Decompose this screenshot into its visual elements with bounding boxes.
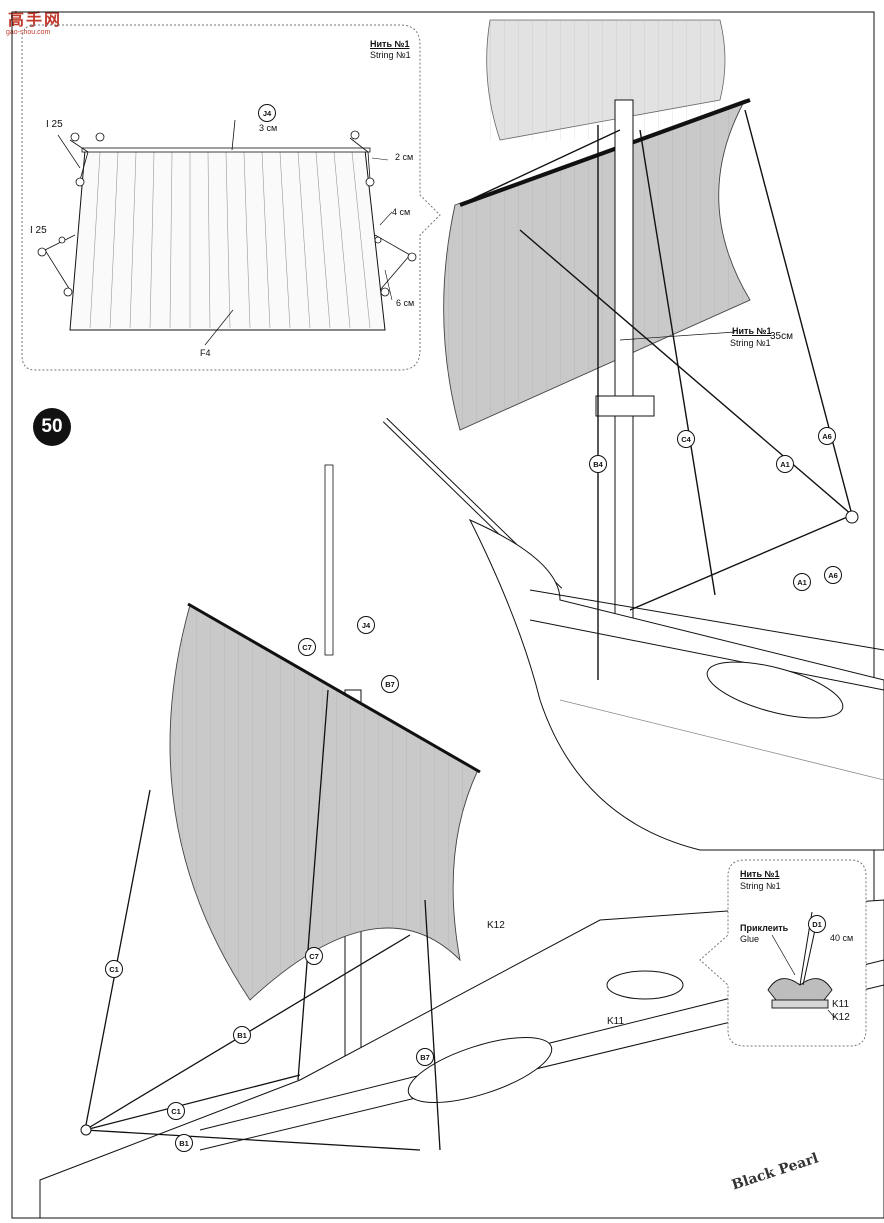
right-string-en: String №1 bbox=[730, 338, 771, 348]
right-length: 35см bbox=[770, 331, 793, 342]
badge-c1-lower: C1 bbox=[167, 1102, 185, 1120]
site-logo: 高手网 gao-shou.com bbox=[4, 6, 70, 40]
label-l25-lower: I 25 bbox=[30, 225, 47, 236]
label-l25-upper: I 25 bbox=[46, 119, 63, 130]
badge-b7-lower: B7 bbox=[416, 1048, 434, 1066]
label-2cm: 2 см bbox=[395, 152, 414, 162]
label-k11: K11 bbox=[607, 1016, 625, 1027]
badge-c4: C4 bbox=[677, 430, 695, 448]
inset-top-string-en: String №1 bbox=[370, 50, 411, 60]
inset-label-k12: K12 bbox=[832, 1012, 850, 1023]
inset-top-string-ru: Нить №1 bbox=[370, 39, 410, 49]
badge-c7-upper: C7 bbox=[298, 638, 316, 656]
badge-d1: D1 bbox=[808, 915, 826, 933]
badge-b1-upper: B1 bbox=[233, 1026, 251, 1044]
badge-a6-upper: A6 bbox=[818, 427, 836, 445]
inset-label-k11: K11 bbox=[832, 999, 850, 1010]
label-glue-ru: Приклеить bbox=[740, 923, 789, 933]
label-3cm: 3 см bbox=[259, 123, 278, 133]
label-k12: K12 bbox=[487, 920, 505, 931]
badge-a1-lower: A1 bbox=[793, 573, 811, 591]
label-6cm: 6 см bbox=[396, 298, 415, 308]
inset-bottom-string-ru: Нить №1 bbox=[740, 869, 780, 879]
badge-c1-upper: C1 bbox=[105, 960, 123, 978]
logo-url: gao-shou.com bbox=[6, 29, 51, 36]
label-4cm: 4 см bbox=[392, 207, 411, 217]
right-ship-diagram bbox=[382, 19, 884, 851]
step-number: 50 bbox=[33, 408, 71, 446]
inset-frame-top bbox=[21, 24, 441, 371]
label-glue-en: Glue bbox=[740, 934, 760, 944]
badge-b4: B4 bbox=[589, 455, 607, 473]
badge-c7-lower: C7 bbox=[305, 947, 323, 965]
badge-b7-upper: B7 bbox=[381, 675, 399, 693]
badge-b1-lower: B1 bbox=[175, 1134, 193, 1152]
badge-a6-lower: A6 bbox=[824, 566, 842, 584]
badge-a1-upper: A1 bbox=[776, 455, 794, 473]
logo-chars: 高手网 bbox=[8, 10, 63, 29]
label-40cm: 40 см bbox=[830, 933, 854, 943]
badge-j4: J4 bbox=[357, 616, 375, 634]
sail-f4-detail bbox=[37, 119, 417, 346]
left-ship-diagram bbox=[39, 464, 884, 1219]
badge-j4-inset: J4 bbox=[258, 104, 276, 122]
right-string-ru: Нить №1 bbox=[732, 326, 772, 336]
inset-bottom-string-en: String №1 bbox=[740, 881, 781, 891]
label-f4: F4 bbox=[200, 348, 211, 358]
